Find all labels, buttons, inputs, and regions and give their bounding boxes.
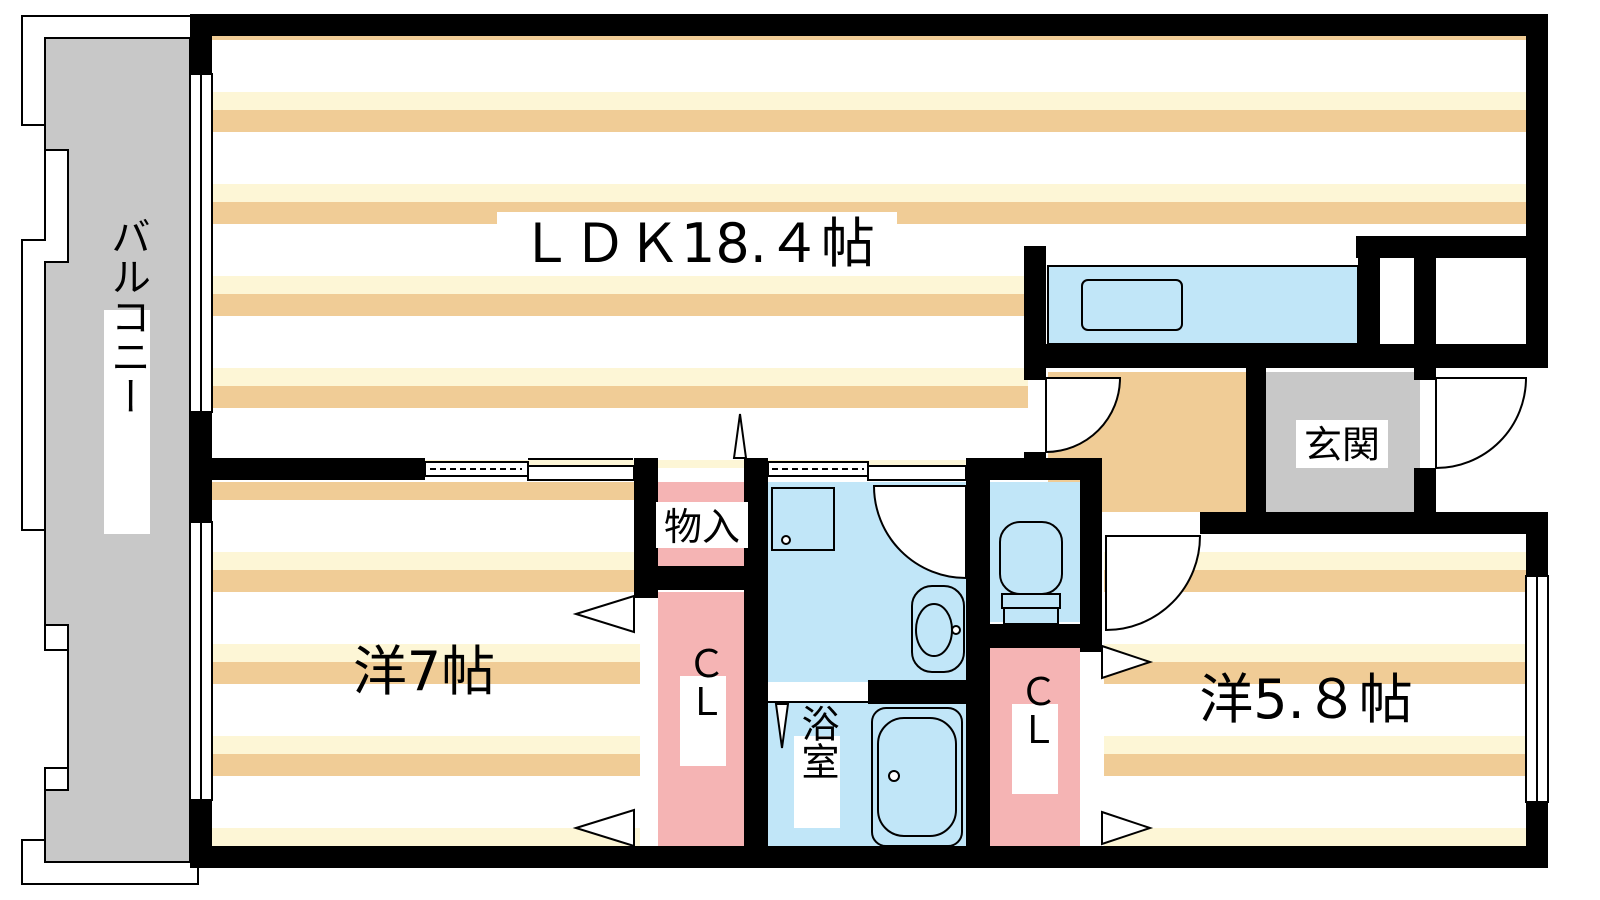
entrance-label-bg — [1296, 420, 1388, 468]
closet-right-label: ＣＬ — [1013, 672, 1057, 748]
kitchen-sink — [1081, 279, 1183, 331]
fixtures — [771, 487, 1063, 847]
door-swings — [572, 377, 1528, 848]
windows — [189, 73, 1549, 803]
bathroom-label: 浴室 — [795, 704, 839, 780]
ldk-label-bg — [497, 212, 897, 272]
storage-label-bg — [656, 502, 748, 548]
storage-label: 物入 — [664, 505, 740, 549]
western7-floor — [212, 482, 640, 852]
sliding-doors — [424, 461, 967, 481]
closet-left-label-bg — [680, 676, 726, 766]
walls — [190, 14, 1548, 868]
entrance-label: 玄関 — [1304, 423, 1380, 467]
closet-left-label: ＣＬ — [681, 644, 725, 720]
western7-label: 洋7帖 — [353, 640, 495, 703]
western58-label: 洋5.８帖 — [1199, 668, 1413, 731]
bathroom-label-bg — [794, 736, 840, 828]
ldk-label: ＬＤＫ18.４帖 — [519, 212, 875, 275]
balcony-label: バルコニー — [104, 216, 150, 416]
closet-right-label-bg — [1012, 704, 1058, 794]
toilet — [999, 521, 1063, 595]
balcony-label-bg — [104, 310, 150, 534]
